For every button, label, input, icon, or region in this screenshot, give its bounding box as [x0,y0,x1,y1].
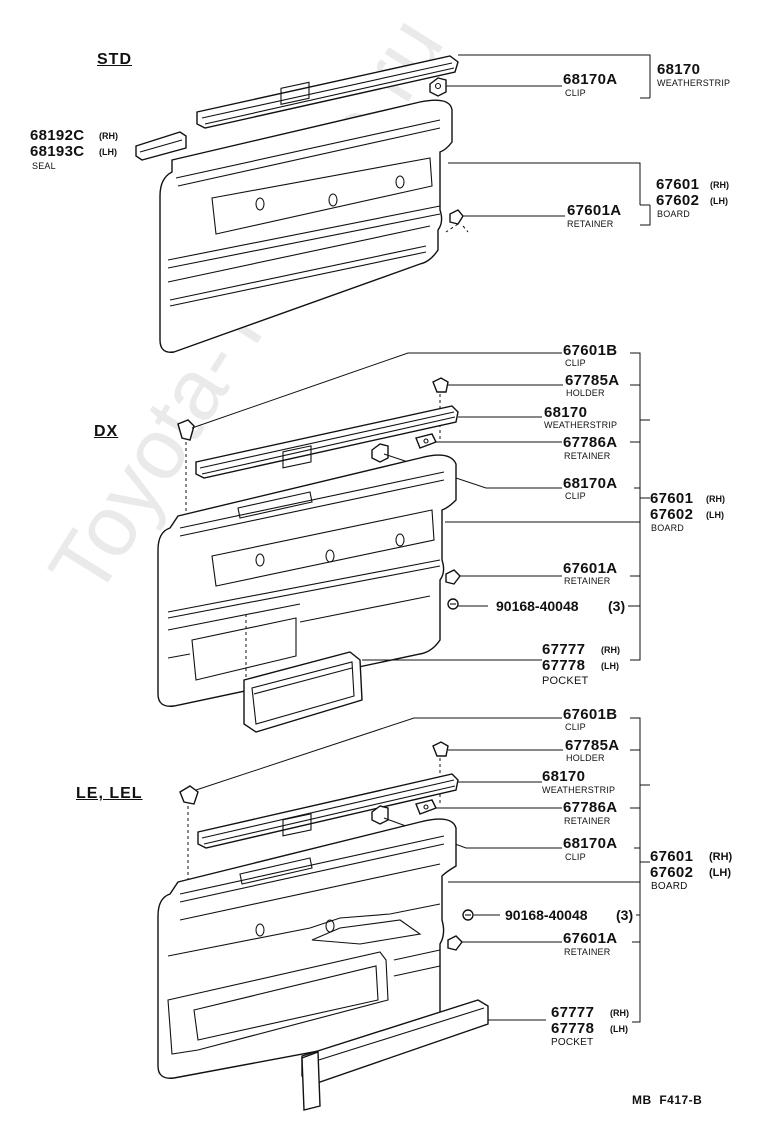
le-retainer-a-name: RETAINER [564,816,611,826]
std-board-lh-number: 67602 [656,192,700,209]
le-retainer-b-number: 67601A [563,930,618,947]
section-title-std: STD [97,51,132,68]
le-holder-name: HOLDER [566,753,605,763]
le-pocket-drawing [301,999,489,1111]
le-clip-b-drawing [179,785,199,805]
le-board-drawing [157,813,457,1079]
le-clip-a-name: CLIP [565,852,586,862]
section-title-le: LE, LEL [76,785,143,802]
std-seal-name: SEAL [32,161,56,171]
dx-clip-b-drawing [177,419,195,441]
dx-board-name: BOARD [651,523,685,533]
dx-board-lh-number: 67602 [650,506,694,523]
std-weatherstrip-number: 68170 [657,61,701,78]
le-retainer-a-drawing [415,799,437,815]
std-board-rh-suffix: (RH) [710,180,729,190]
dx-holder-drawing [432,377,449,393]
le-clip-a-number: 68170A [563,835,618,852]
dx-clip-a-drawing [371,443,389,463]
le-retainer-b-drawing [447,935,463,951]
dx-holder-number: 67785A [565,372,620,389]
std-clip-drawing [429,77,447,97]
dx-board-rh-suffix: (RH) [706,494,725,504]
dx-screw-drawing [447,598,459,610]
dx-retainer-b-drawing [445,569,461,585]
dx-board-rh-number: 67601 [650,490,694,507]
std-seal-lh-number: 68193C [30,143,85,160]
dx-screw-qty: (3) [608,598,626,614]
dx-holder-name: HOLDER [566,388,605,398]
std-clip-name: CLIP [565,88,586,98]
le-weatherstrip-number: 68170 [542,768,586,785]
le-pocket-rh-number: 67777 [551,1004,595,1021]
dx-retainer-b-name: RETAINER [564,576,611,586]
dx-clip-a-name: CLIP [565,491,586,501]
le-board-lh-number: 67602 [650,864,694,881]
std-board-name: BOARD [657,209,691,219]
dx-clip-b-name: CLIP [565,358,586,368]
section-title-dx: DX [94,423,119,440]
dx-clip-b-number: 67601B [563,342,618,359]
le-clip-a-drawing [371,805,389,825]
le-screw-drawing [462,909,474,921]
dx-retainer-b-number: 67601A [563,560,618,577]
le-pocket-name: POCKET [551,1037,594,1048]
std-retainer-drawing [445,209,469,233]
dx-pocket-lh-number: 67778 [542,657,586,674]
le-retainer-b-name: RETAINER [564,947,611,957]
le-screw-qty: (3) [616,907,634,923]
std-seal-drawing [135,131,187,161]
dx-pocket-name: POCKET [542,675,589,687]
dx-pocket-drawing [243,651,363,733]
std-retainer-number: 67601A [567,202,622,219]
dx-retainer-a-drawing [415,433,437,449]
std-weatherstrip-name: WEATHERSTRIP [657,78,731,88]
figure-reference: MB F417-B [632,1093,703,1107]
le-board-name: BOARD [651,881,688,892]
le-screw-number: 90168-40048 [505,907,588,923]
dx-retainer-a-number: 67786A [563,434,618,451]
le-pocket-rh-suffix: (RH) [610,1008,629,1018]
le-pocket-lh-suffix: (LH) [610,1024,628,1034]
std-seal-rh-number: 68192C [30,127,85,144]
std-board-rh-number: 67601 [656,176,700,193]
le-weatherstrip-name: WEATHERSTRIP [542,785,616,795]
std-weatherstrip-drawing [196,55,459,129]
le-holder-number: 67785A [565,737,620,754]
le-pocket-lh-number: 67778 [551,1020,595,1037]
dx-screw-number: 90168-40048 [496,598,579,614]
le-board-rh-suffix: (RH) [709,851,733,863]
dx-retainer-a-name: RETAINER [564,451,611,461]
le-weatherstrip-drawing [197,773,459,849]
dx-weatherstrip-number: 68170 [544,404,588,421]
dx-board-lh-suffix: (LH) [706,510,724,520]
le-retainer-a-number: 67786A [563,799,618,816]
dx-weatherstrip-drawing [195,405,459,479]
le-board-rh-number: 67601 [650,848,694,865]
dx-pocket-rh-suffix: (RH) [601,645,620,655]
dx-board-drawing [157,445,457,707]
std-board-lh-suffix: (LH) [710,196,728,206]
std-board-drawing [159,81,453,353]
dx-clip-a-number: 68170A [563,475,618,492]
dx-pocket-rh-number: 67777 [542,641,586,658]
std-clip-number: 68170A [563,71,618,88]
dx-weatherstrip-name: WEATHERSTRIP [544,420,618,430]
std-retainer-name: RETAINER [567,219,614,229]
le-clip-b-name: CLIP [565,722,586,732]
std-seal-rh-suffix: (RH) [99,131,118,141]
le-clip-b-number: 67601B [563,706,618,723]
le-holder-drawing [432,741,449,757]
std-seal-lh-suffix: (LH) [99,147,117,157]
dx-pocket-lh-suffix: (LH) [601,661,619,671]
le-board-lh-suffix: (LH) [709,867,731,879]
